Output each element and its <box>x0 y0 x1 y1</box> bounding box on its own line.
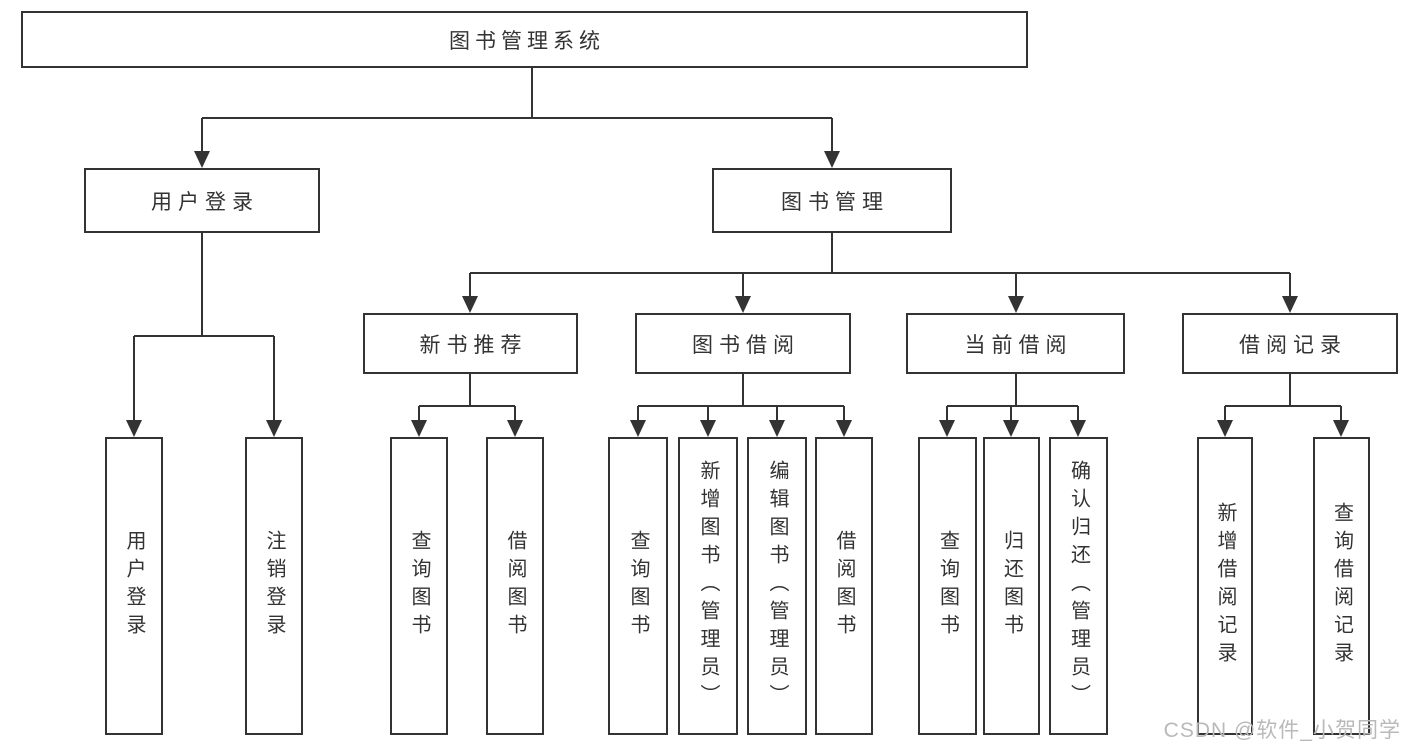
csdn-watermark: CSDN @软件_小贺同学 <box>1163 719 1401 742</box>
node-library-management-system: 图书管理系统 <box>21 11 1028 68</box>
node-new-book-recommend: 新书推荐 <box>363 313 578 374</box>
node-user-login: 用户登录 <box>84 168 320 233</box>
leaf-confirm-return-admin: 确认归还（管理员） <box>1049 437 1108 735</box>
node-borrow-records: 借阅记录 <box>1182 313 1398 374</box>
node-book-management: 图书管理 <box>712 168 952 233</box>
node-book-borrowing: 图书借阅 <box>635 313 851 374</box>
leaf-logout: 注销登录 <box>245 437 303 735</box>
leaf-query-borrow-record: 查询借阅记录 <box>1313 437 1370 735</box>
leaf-add-books-admin: 新增图书（管理员） <box>678 437 738 735</box>
leaf-add-borrow-record: 新增借阅记录 <box>1197 437 1253 735</box>
leaf-query-books-borrowing: 查询图书 <box>608 437 668 735</box>
node-current-borrowing: 当前借阅 <box>906 313 1125 374</box>
leaf-user-login: 用户登录 <box>105 437 163 735</box>
leaf-return-books: 归还图书 <box>983 437 1040 735</box>
leaf-query-books-recommend: 查询图书 <box>390 437 448 735</box>
leaf-edit-books-admin: 编辑图书（管理员） <box>747 437 807 735</box>
leaf-borrow-books-recommend: 借阅图书 <box>486 437 544 735</box>
arrowhead-icons <box>126 151 1349 437</box>
leaf-query-books-current: 查询图书 <box>918 437 977 735</box>
leaf-borrow-books-borrowing: 借阅图书 <box>815 437 873 735</box>
